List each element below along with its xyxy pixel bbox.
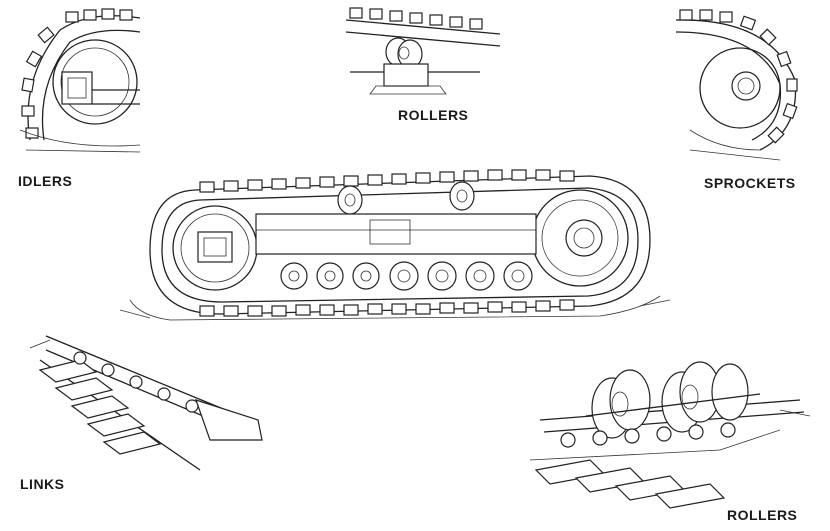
roller-track-shoes <box>534 459 726 509</box>
sprockets-label: SPROCKETS <box>704 175 796 191</box>
top-roller-illustration <box>345 7 501 95</box>
track-shoes <box>199 169 575 317</box>
link-shoes <box>38 359 162 455</box>
sprocket-illustration <box>675 9 798 161</box>
idlers-label: IDLERS <box>18 173 73 189</box>
rollers-top-label: ROLLERS <box>398 107 469 123</box>
bottom-rollers-illustration <box>529 361 811 509</box>
idler-track-shoes <box>21 8 133 139</box>
track-rollers <box>280 261 533 291</box>
roller-chain-links <box>560 422 736 448</box>
track-assembly-illustration <box>119 169 671 321</box>
idler-illustration <box>19 8 141 153</box>
links-label: LINKS <box>20 476 65 492</box>
rollers-bottom-label: ROLLERS <box>727 507 798 523</box>
links-illustration <box>29 335 263 471</box>
roller-wheels <box>591 361 749 439</box>
